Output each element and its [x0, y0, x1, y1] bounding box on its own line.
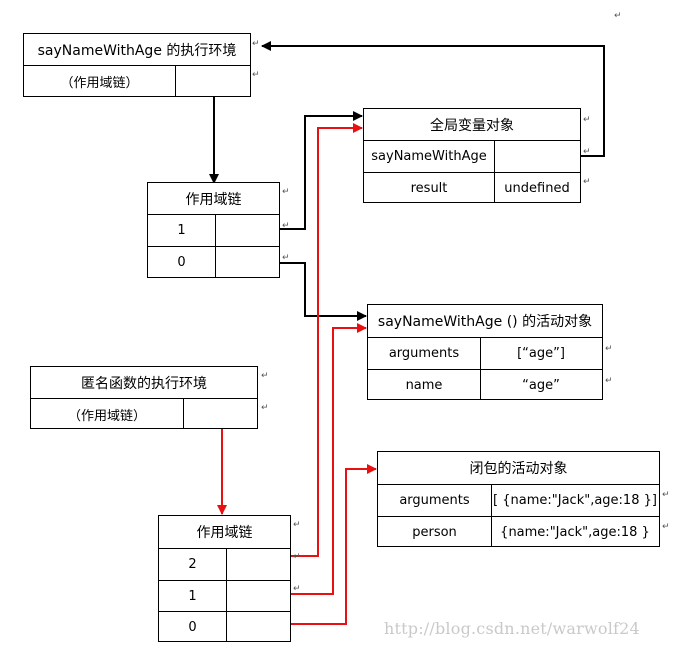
anon-env-title: 匿名函数的执行环境 [81, 375, 207, 392]
anon-env-scope-row: （作用域链） [31, 398, 257, 429]
paragraph-mark: ↵ [583, 115, 591, 125]
say-env-title: sayNameWithAge 的执行环境 [37, 42, 237, 59]
say-env-box: sayNameWithAge 的执行环境 （作用域链） [23, 33, 251, 97]
global-vo-row: result undefined [364, 172, 580, 203]
say-ao-row: arguments [“age”] [368, 337, 602, 369]
scope-index: 2 [188, 557, 197, 572]
watermark-url: http://blog.csdn.net/warwolf24 [384, 619, 640, 638]
say-ao-box: sayNameWithAge () 的活动对象 arguments [“age”… [367, 304, 603, 400]
scope-chain-2-title: 作用域链 [196, 525, 253, 541]
scope-index: 1 [177, 223, 186, 238]
say-env-scope-label: （作用域链） [60, 76, 139, 91]
say-ao-value: “age” [522, 377, 560, 393]
paragraph-mark: ↵ [583, 147, 591, 157]
paragraph-mark: ↵ [261, 403, 269, 413]
say-ao-key: name [405, 377, 443, 393]
closure-ao-key: person [412, 524, 457, 540]
say-ao-title: sayNameWithAge () 的活动对象 [377, 314, 593, 330]
anon-env-scope-label: （作用域链） [67, 408, 146, 424]
paragraph-mark: ↵ [282, 253, 290, 263]
global-vo-value: undefined [504, 180, 570, 196]
paragraph-mark: ↵ [282, 187, 290, 197]
arrow-chain1-to-say-ao [260, 323, 367, 595]
paragraph-mark: ↵ [662, 490, 670, 500]
anon-env-box: 匿名函数的执行环境 （作用域链） [30, 366, 258, 429]
scope-index: 0 [188, 619, 197, 635]
scope-chain-2-row: 0 [159, 611, 290, 642]
global-vo-key: sayNameWithAge [371, 149, 487, 164]
paragraph-mark: ↵ [583, 177, 591, 187]
scope-chain-1-title: 作用域链 [185, 191, 242, 208]
paragraph-mark: ↵ [282, 221, 290, 231]
paragraph-mark: ↵ [605, 376, 613, 386]
global-vo-value [494, 141, 580, 172]
paragraph-mark: ↵ [293, 552, 301, 562]
paragraph-mark: ↵ [261, 371, 269, 381]
arrow-chain0-to-closure-ao [260, 464, 377, 625]
say-ao-row: name “age” [368, 369, 602, 400]
paragraph-mark: ↵ [293, 520, 301, 530]
paragraph-mark: ↵ [662, 522, 670, 532]
scope-index: 0 [177, 255, 186, 270]
scope-chain-1-row: 1 [148, 214, 279, 246]
closure-ao-row: arguments [ {name:"Jack",age:18 }] [378, 484, 659, 516]
closure-ao-row: person {name:"Jack",age:18 } [378, 516, 659, 547]
closure-ao-title: 闭包的活动对象 [469, 461, 568, 477]
global-vo-row: sayNameWithAge [364, 140, 580, 172]
closure-ao-value: [ {name:"Jack",age:18 }] [493, 493, 657, 508]
say-ao-key: arguments [388, 346, 460, 361]
closure-ao-key: arguments [399, 493, 470, 508]
paragraph-mark: ↵ [605, 344, 613, 354]
scope-chain-2-row: 2 [159, 548, 290, 580]
say-env-scope-row: （作用域链） [24, 65, 250, 97]
closure-ao-value: {name:"Jack",age:18 } [500, 524, 650, 540]
scope-chain-1-row: 0 [148, 246, 279, 278]
paragraph-mark: ↵ [293, 584, 301, 594]
say-ao-value: [“age”] [517, 346, 565, 361]
scope-chain-2-box: 作用域链 2 1 0 [158, 515, 291, 642]
scope-chain-1-box: 作用域链 1 0 [147, 182, 280, 278]
scope-index: 1 [188, 588, 197, 604]
paragraph-mark: ↵ [252, 70, 260, 80]
paragraph-mark: ↵ [614, 11, 622, 21]
closure-ao-box: 闭包的活动对象 arguments [ {name:"Jack",age:18 … [377, 451, 660, 547]
global-vo-key: result [410, 180, 448, 196]
paragraph-mark: ↵ [252, 39, 260, 49]
global-vo-box: 全局变量对象 sayNameWithAge result undefined [363, 108, 581, 203]
global-vo-title: 全局变量对象 [430, 117, 514, 134]
scope-chain-2-row: 1 [159, 580, 290, 611]
